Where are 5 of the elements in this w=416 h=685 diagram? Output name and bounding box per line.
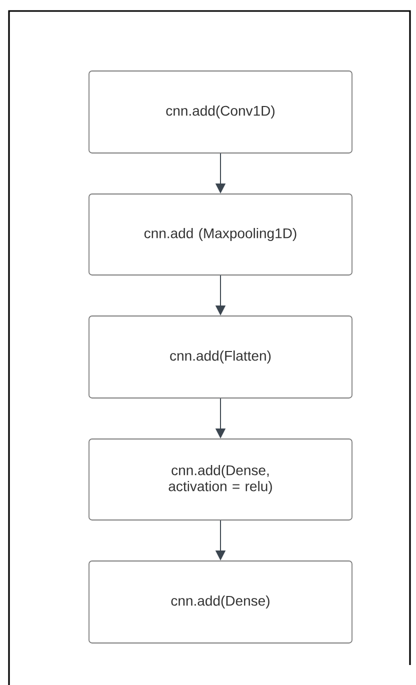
process-box: cnn.add(Conv1D): [88, 70, 352, 154]
process-box: cnn.add(Flatten): [88, 316, 352, 398]
process-box: cnn.add(Dense, activation = relu): [88, 438, 352, 520]
process-box: cnn.add (Maxpooling1D): [88, 194, 352, 276]
process-box: cnn.add(Dense): [88, 560, 352, 644]
